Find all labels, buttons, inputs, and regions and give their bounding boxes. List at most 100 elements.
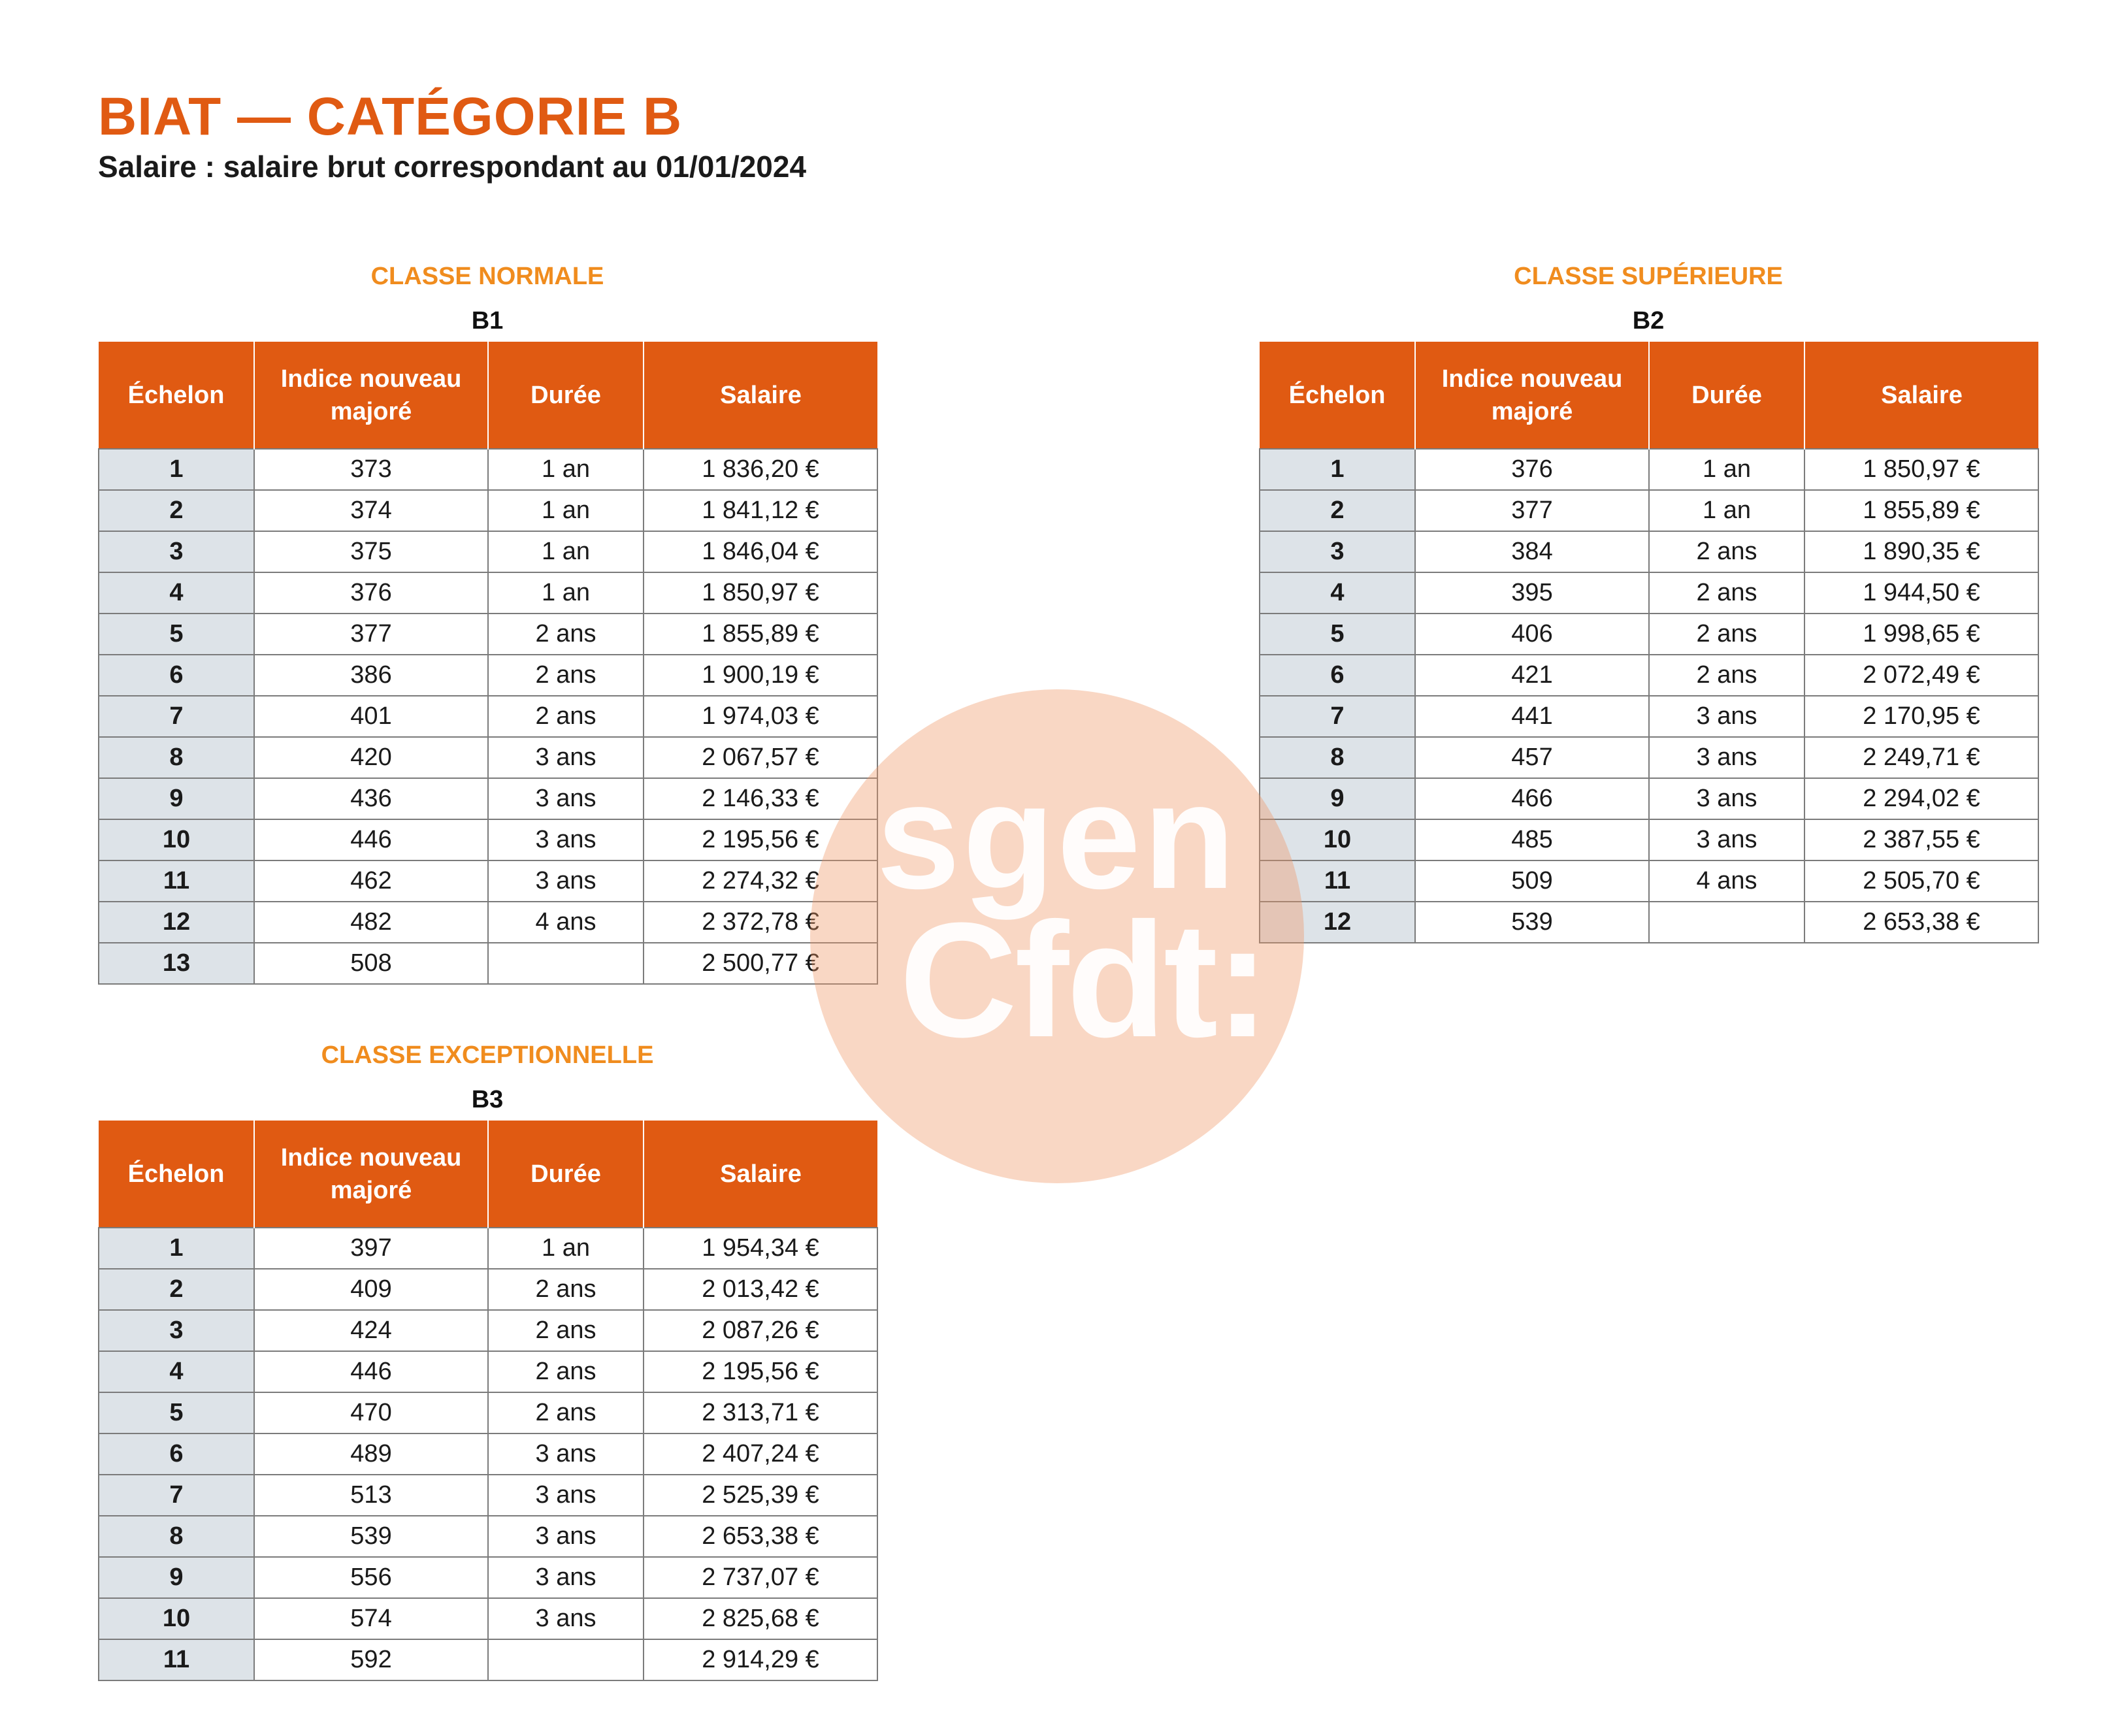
cell-echelon: 7 [98,1474,255,1516]
cell-indice: 436 [253,778,489,820]
cell-indice: 395 [1414,572,1650,614]
col-header-echelon: Échelon [99,1121,254,1228]
cell-salaire: 2 170,95 € [1804,695,2039,738]
cell-indice: 441 [1414,695,1650,738]
grade-code-b2: B2 [1632,307,1665,335]
cell-duree: 3 ans [487,778,644,820]
cell-echelon: 3 [98,1309,255,1352]
cell-salaire: 2 072,49 € [1804,654,2039,696]
cell-duree: 4 ans [487,901,644,943]
cell-duree: 1 an [487,572,644,614]
cell-echelon: 2 [98,489,255,532]
cell-salaire: 1 846,04 € [643,531,878,573]
cell-echelon: 10 [1259,819,1416,861]
cell-indice: 406 [1414,613,1650,655]
cell-duree: 2 ans [1648,572,1805,614]
cell-echelon: 12 [98,901,255,943]
cell-duree: 3 ans [1648,819,1805,861]
cell-echelon: 1 [98,1227,255,1269]
cell-salaire: 1 974,03 € [643,695,878,738]
grade-block-b1: CLASSE NORMALE B1 Échelon Indice nouveau… [98,258,878,985]
cell-echelon: 8 [1259,736,1416,779]
cell-duree: 2 ans [487,1351,644,1393]
table-header-row: Échelon Indice nouveau majoré Durée Sala… [99,342,877,449]
cell-duree: 2 ans [487,1309,644,1352]
cell-echelon: 6 [98,654,255,696]
cell-indice: 373 [253,448,489,491]
cell-indice: 509 [1414,860,1650,902]
cell-duree: 2 ans [487,1392,644,1434]
cell-echelon: 3 [1259,531,1416,573]
cell-duree [1648,901,1805,943]
cell-duree: 1 an [487,531,644,573]
cell-duree: 3 ans [487,819,644,861]
cell-indice: 446 [253,819,489,861]
cell-echelon: 5 [1259,613,1416,655]
cell-echelon: 9 [98,778,255,820]
col-header-salaire: Salaire [1804,342,2038,449]
cell-duree: 2 ans [1648,531,1805,573]
cell-duree: 3 ans [1648,695,1805,738]
cell-salaire: 1 850,97 € [643,572,878,614]
cell-echelon: 9 [98,1556,255,1599]
cell-duree: 2 ans [487,695,644,738]
col-header-duree: Durée [487,1121,644,1228]
cell-indice: 374 [253,489,489,532]
cell-salaire: 2 407,24 € [643,1433,878,1475]
cell-echelon: 13 [98,942,255,985]
cell-indice: 482 [253,901,489,943]
cell-salaire: 1 855,89 € [1804,489,2039,532]
cell-salaire: 2 372,78 € [643,901,878,943]
cell-echelon: 2 [98,1268,255,1311]
cell-salaire: 1 944,50 € [1804,572,2039,614]
cell-duree: 1 an [1648,489,1805,532]
class-title-exceptionnelle: CLASSE EXCEPTIONNELLE [321,1041,654,1069]
cell-echelon: 7 [1259,695,1416,738]
col-header-salaire: Salaire [643,342,877,449]
cell-echelon: 8 [98,1515,255,1558]
table-header-row: Échelon Indice nouveau majoré Durée Sala… [1260,342,2038,449]
salary-table-b3: Échelon Indice nouveau majoré Durée Sala… [98,1121,878,1681]
cell-salaire: 2 653,38 € [643,1515,878,1558]
col-header-duree: Durée [487,342,644,449]
cell-echelon: 11 [98,1639,255,1681]
cell-salaire: 2 914,29 € [643,1639,878,1681]
cell-duree: 1 an [487,1227,644,1269]
cell-echelon: 6 [98,1433,255,1475]
grade-block-b3: CLASSE EXCEPTIONNELLE B3 Échelon Indice … [98,1037,878,1681]
cell-duree: 1 an [1648,448,1805,491]
cell-indice: 539 [1414,901,1650,943]
cell-duree: 3 ans [487,1433,644,1475]
cell-indice: 539 [253,1515,489,1558]
cell-duree: 1 an [487,489,644,532]
col-header-indice: Indice nouveau majoré [253,1121,488,1228]
cell-duree: 3 ans [487,1556,644,1599]
cell-salaire: 2 249,71 € [1804,736,2039,779]
cell-salaire: 2 195,56 € [643,1351,878,1393]
cell-indice: 457 [1414,736,1650,779]
cell-indice: 377 [1414,489,1650,532]
cell-salaire: 2 013,42 € [643,1268,878,1311]
cell-salaire: 1 998,65 € [1804,613,2039,655]
sgen-cfdt-logo-watermark: sgen Cfdt: [810,689,1304,1183]
cell-indice: 489 [253,1433,489,1475]
cell-echelon: 10 [98,819,255,861]
cell-indice: 386 [253,654,489,696]
cell-indice: 397 [253,1227,489,1269]
cell-indice: 466 [1414,778,1650,820]
